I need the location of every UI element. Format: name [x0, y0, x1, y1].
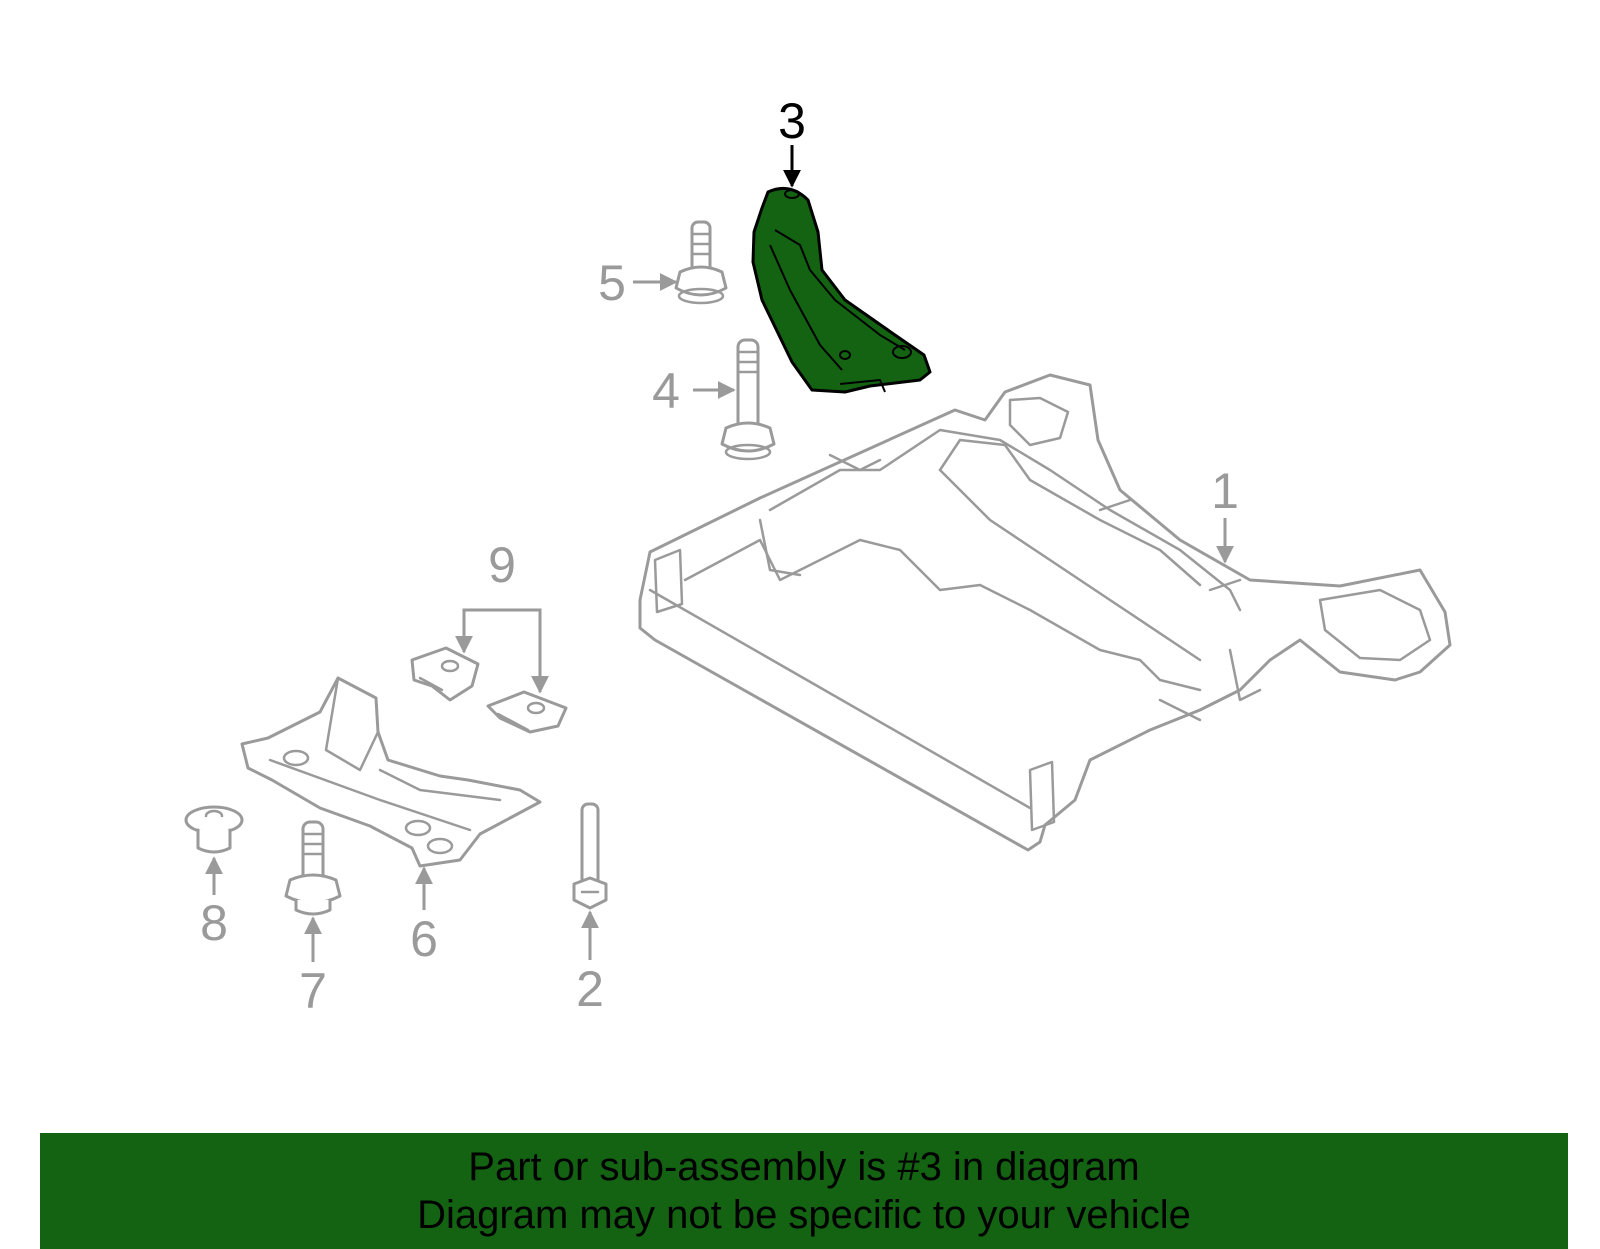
bolt-part-5[interactable]: [674, 220, 728, 305]
info-banner: Part or sub-assembly is #3 in diagram Di…: [40, 1133, 1568, 1249]
stud-part-2[interactable]: [572, 802, 608, 910]
parts-diagram: 3 1 5 4 9 8 7 6 2: [184, 93, 1452, 1019]
bracket-part-6[interactable]: [240, 676, 542, 868]
callout-2: 2: [576, 961, 604, 1017]
clip-nut-part-9-b[interactable]: [486, 690, 568, 734]
bolt-part-7[interactable]: [284, 820, 342, 916]
callout-6: 6: [410, 911, 438, 967]
callout-8: 8: [200, 895, 228, 951]
callout-7: 7: [299, 963, 327, 1019]
callout-3: 3: [778, 93, 806, 149]
callout-leaders: [205, 145, 1234, 962]
callout-4: 4: [652, 363, 680, 419]
callout-9: 9: [488, 537, 516, 593]
push-nut-part-8[interactable]: [184, 805, 244, 854]
banner-line-part: Part or sub-assembly is #3 in diagram: [468, 1145, 1140, 1189]
banner-line-disclaimer: Diagram may not be specific to your vehi…: [417, 1193, 1191, 1237]
callout-5: 5: [598, 255, 626, 311]
subframe-part-1[interactable]: [638, 373, 1452, 852]
callout-1: 1: [1211, 463, 1239, 519]
bracket-part-3-highlighted[interactable]: [751, 186, 932, 394]
bolt-part-4[interactable]: [720, 338, 776, 461]
clip-nut-part-9-a[interactable]: [410, 646, 480, 702]
